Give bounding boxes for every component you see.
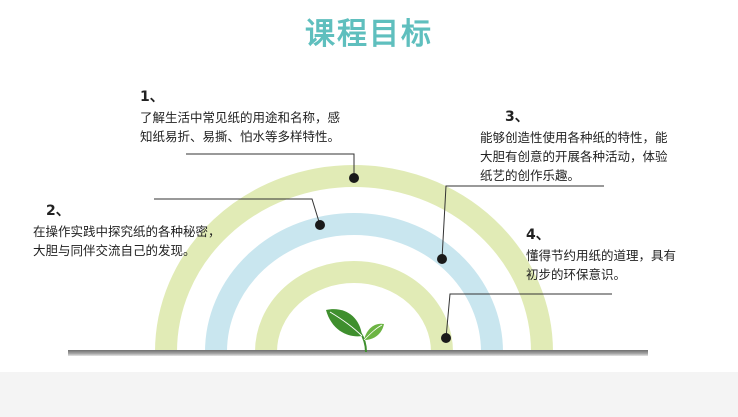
- goal-3-text: 能够创造性使用各种纸的特性，能 大胆有创意的开展各种活动，体验 纸艺的创作乐趣。: [480, 128, 730, 185]
- leader-line-4: [445, 293, 612, 339]
- marker-dot-3: [437, 254, 447, 264]
- page-title: 课程目标: [305, 17, 433, 52]
- footer-band: [0, 372, 738, 417]
- goal-3-line-3: 纸艺的创作乐趣。: [480, 168, 581, 183]
- sprout-icon: [326, 309, 384, 353]
- sprout-leaf-right: [364, 323, 384, 340]
- goal-1-line-2: 知纸易折、易撕、怕水等多样特性。: [140, 129, 341, 144]
- goal-4-text: 懂得节约用纸的道理，具有 初步的环保意识。: [526, 246, 726, 284]
- goal-1-text: 了解生活中常见纸的用途和名称，感 知纸易折、易撕、怕水等多样特性。: [140, 108, 400, 146]
- marker-dot-4: [441, 333, 451, 343]
- leader-line-3: [441, 185, 604, 260]
- sprout-leaf-right-vein: [363, 324, 383, 341]
- rainbow-arc-middle: [205, 213, 503, 353]
- leader-lines: [154, 153, 612, 339]
- goal-3-line-2: 大胆有创意的开展各种活动，体验: [480, 149, 668, 164]
- goal-2-number: 2、: [46, 203, 70, 219]
- leader-line-1: [186, 153, 355, 178]
- rainbow-arc-inner: [255, 261, 453, 353]
- goal-4-line-2: 初步的环保意识。: [526, 267, 627, 282]
- leader-line-2: [154, 198, 321, 226]
- sprout-leaf-left: [326, 309, 362, 337]
- goal-2-line-2: 大胆与同伴交流自己的发现。: [33, 243, 196, 258]
- marker-dot-1: [349, 173, 359, 183]
- marker-dot-2: [315, 220, 325, 230]
- goal-3-number: 3、: [505, 109, 529, 125]
- goal-2-line-1: 在操作实践中探究纸的各种秘密，: [33, 224, 221, 239]
- goal-1-line-1: 了解生活中常见纸的用途和名称，感: [140, 110, 341, 125]
- goal-4-line-1: 懂得节约用纸的道理，具有: [526, 248, 677, 263]
- goal-1-number: 1、: [140, 89, 164, 105]
- sprout-leaf-left-vein: [329, 311, 363, 337]
- markers: [315, 173, 451, 343]
- goal-3-line-1: 能够创造性使用各种纸的特性，能: [480, 130, 668, 145]
- goal-4-number: 4、: [526, 227, 550, 243]
- ground-line: [68, 350, 648, 356]
- goal-2-text: 在操作实践中探究纸的各种秘密， 大胆与同伴交流自己的发现。: [33, 222, 283, 260]
